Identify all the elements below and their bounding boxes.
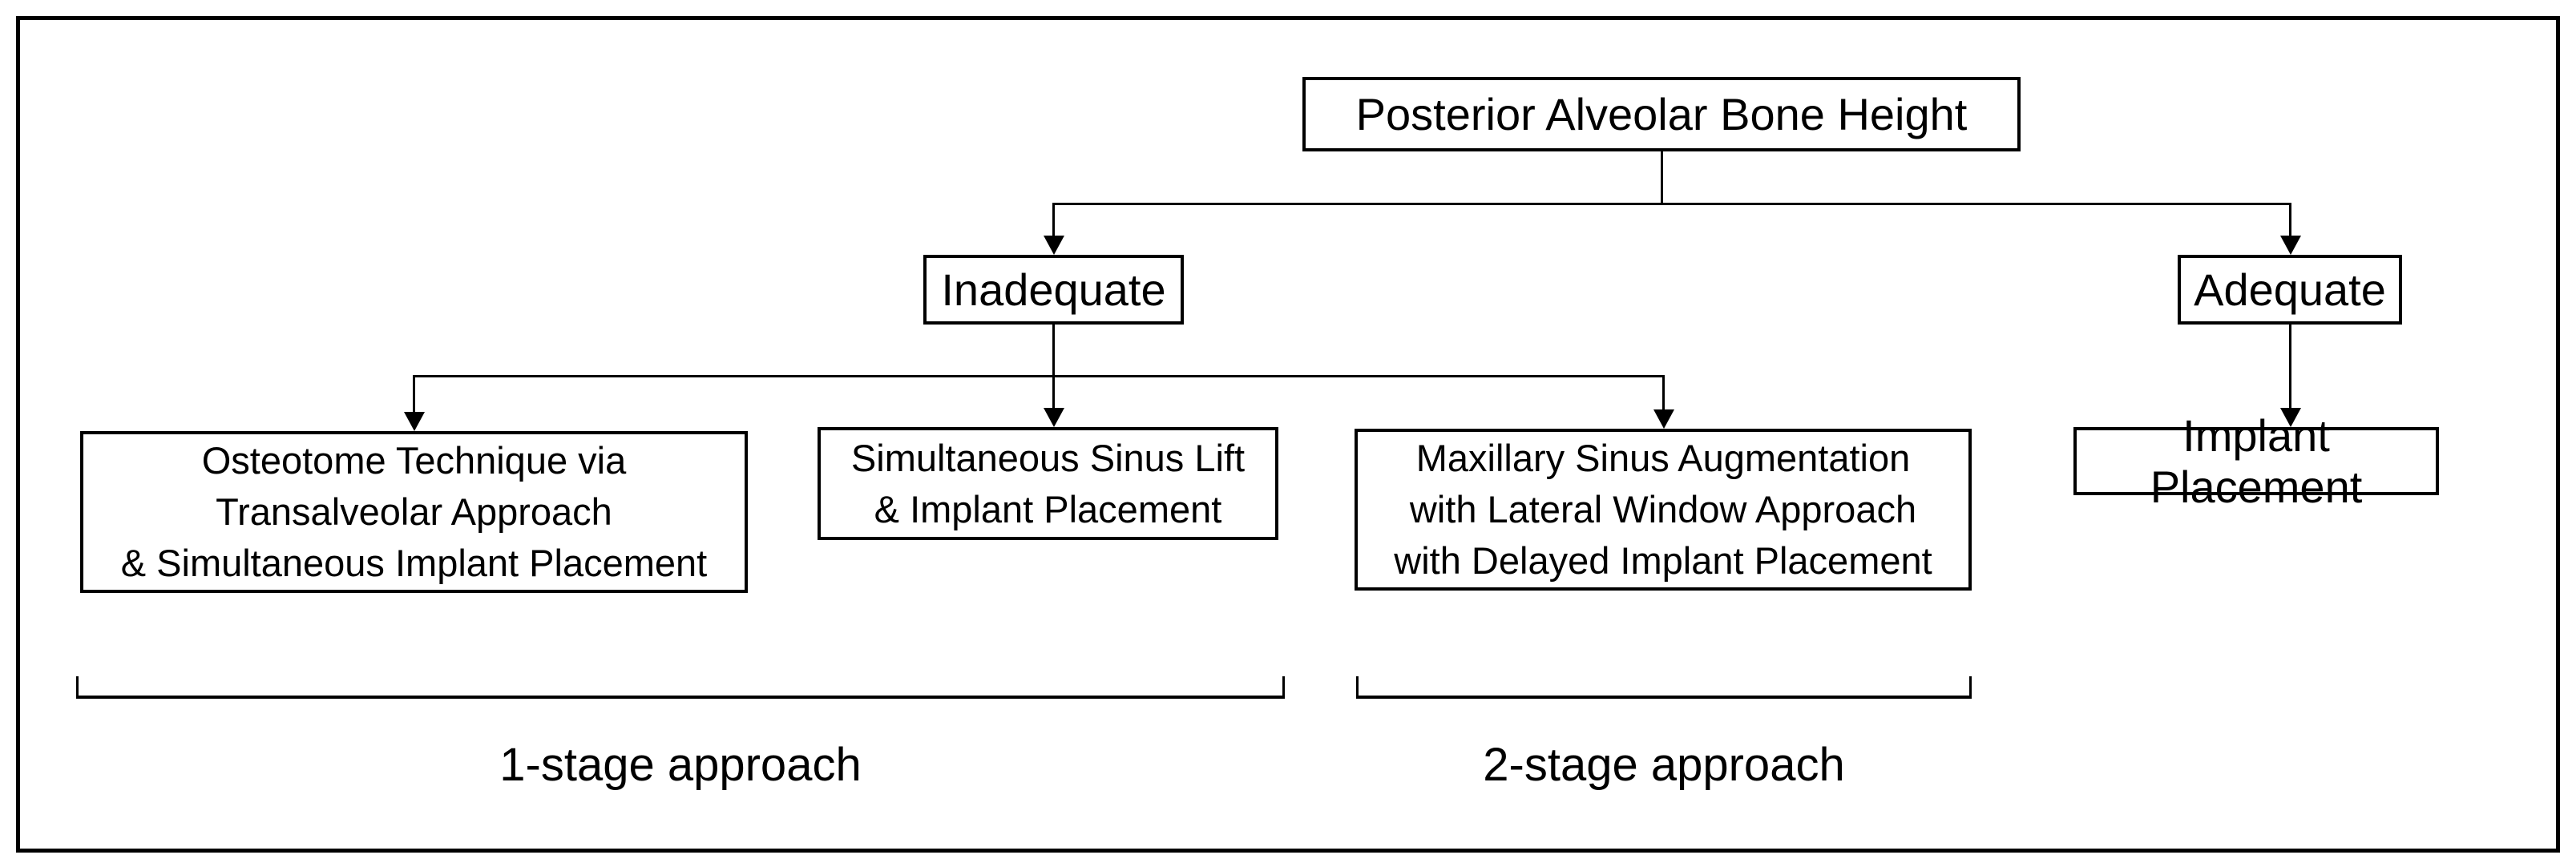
node-implant-placement-label: Implant Placement <box>2150 409 2363 512</box>
arrowhead-down-icon <box>404 412 425 431</box>
connector-root-stem <box>1661 151 1663 204</box>
label-2-stage: 2-stage approach <box>1483 739 1845 791</box>
arrow-to-inadequate <box>1052 203 1055 238</box>
node-implant-placement: Implant Placement <box>2073 410 2439 512</box>
bracket-1-stage <box>76 676 1285 699</box>
node-bone-height: Posterior Alveolar Bone Height <box>1302 77 2021 151</box>
connector-level2-bar <box>413 375 1665 377</box>
node-inadequate-label: Inadequate <box>941 264 1166 315</box>
arrowhead-down-icon <box>1044 236 1064 255</box>
connector-level1-bar <box>1052 203 2291 205</box>
arrowhead-down-icon <box>1044 408 1064 427</box>
node-maxillary-augmentation: Maxillary Sinus Augmentation with Latera… <box>1355 429 1972 591</box>
node-osteotome: Osteotome Technique via Transalveolar Ap… <box>80 431 748 593</box>
label-1-stage: 1-stage approach <box>499 739 862 791</box>
node-sinus-lift: Simultaneous Sinus Lift & Implant Placem… <box>818 427 1278 540</box>
node-adequate-label: Adequate <box>2194 264 2386 315</box>
arrowhead-down-icon <box>1653 409 1674 429</box>
connector-inadequate-stem <box>1052 325 1055 377</box>
node-osteotome-label: Osteotome Technique via Transalveolar Ap… <box>120 439 708 584</box>
node-adequate: Adequate <box>2178 255 2402 325</box>
arrow-adequate-to-implant <box>2289 325 2291 409</box>
arrow-to-maxillary <box>1662 375 1665 411</box>
arrow-to-osteotome <box>413 375 415 413</box>
arrowhead-down-icon <box>2280 408 2301 427</box>
node-bone-height-label: Posterior Alveolar Bone Height <box>1355 88 1968 139</box>
node-inadequate: Inadequate <box>923 255 1184 325</box>
arrowhead-down-icon <box>2280 236 2301 255</box>
arrow-to-sinus-lift <box>1052 375 1055 409</box>
node-maxillary-augmentation-label: Maxillary Sinus Augmentation with Latera… <box>1394 437 1932 582</box>
bracket-2-stage <box>1356 676 1972 699</box>
arrow-to-adequate <box>2289 203 2291 238</box>
node-sinus-lift-label: Simultaneous Sinus Lift & Implant Placem… <box>850 436 1246 530</box>
